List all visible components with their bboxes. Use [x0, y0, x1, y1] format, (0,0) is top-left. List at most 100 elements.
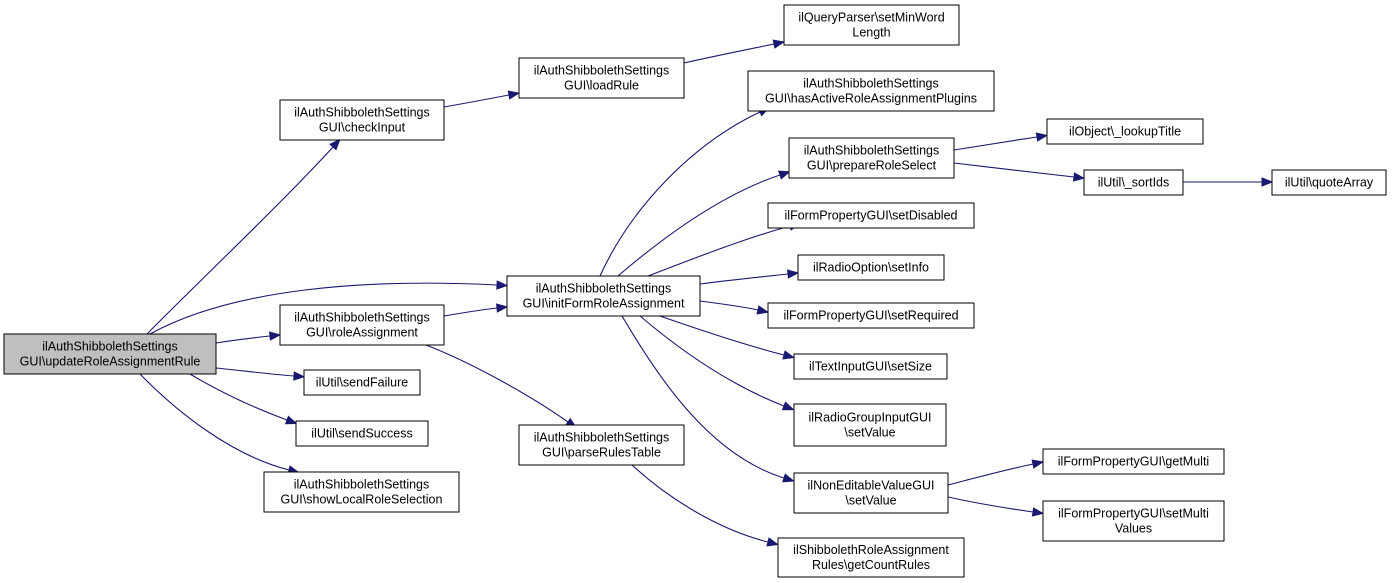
node-box — [797, 254, 945, 281]
node-setRequired[interactable]: ilFormPropertyGUI\setRequired — [767, 302, 975, 329]
arrowhead-initFormRoleAssignment-to-radioSetValue — [781, 401, 795, 411]
edge-nonEditSetValue-to-getMulti — [947, 463, 1034, 486]
node-label: ilNonEditableValueGUI — [808, 479, 935, 493]
node-box — [1046, 118, 1204, 145]
node-box — [767, 302, 975, 329]
arrowhead-nonEditSetValue-to-getMulti — [1031, 459, 1045, 469]
node-label: ilFormPropertyGUI\getMulti — [1058, 455, 1209, 469]
node-label: ilAuthShibbolethSettings — [804, 144, 940, 158]
edge-prepareRoleSelect-to-sortIds — [953, 162, 1075, 178]
node-label: ilQueryParser\setMinWord — [798, 11, 944, 25]
arrowhead-checkInput-to-loadRule — [507, 90, 521, 100]
node-box — [303, 369, 421, 396]
edge-nonEditSetValue-to-setMultiValues — [947, 496, 1034, 513]
node-label: ilUtil\sendSuccess — [311, 427, 412, 441]
edge-parseRulesTable-to-getCountRules — [631, 464, 769, 543]
node-label: ilUtil\_sortIds — [1098, 176, 1170, 190]
nodes-layer: ilAuthShibbolethSettingsGUI\updateRoleAs… — [3, 4, 1387, 578]
edge-initFormRoleAssignment-to-setRequired — [699, 300, 759, 311]
node-label: ilAuthShibbolethSettings — [294, 106, 430, 120]
node-getMulti[interactable]: ilFormPropertyGUI\getMulti — [1042, 448, 1225, 475]
node-label: GUI\prepareRoleSelect — [807, 159, 937, 173]
node-label: ilAuthShibbolethSettings — [42, 340, 178, 354]
edge-updateRoleAssignmentRule-to-roleAssignment — [215, 335, 271, 344]
edge-initFormRoleAssignment-to-setInfo — [699, 273, 789, 285]
node-label: ilFormPropertyGUI\setRequired — [783, 309, 958, 323]
node-nonEditSetValue[interactable]: ilNonEditableValueGUI\setValue — [793, 472, 949, 514]
node-radioSetValue[interactable]: ilRadioGroupInputGUI\setValue — [793, 403, 947, 447]
node-lookupTitle[interactable]: ilObject\_lookupTitle — [1046, 118, 1204, 145]
arrowhead-parseRulesTable-to-getCountRules — [766, 537, 779, 547]
arrowhead-initFormRoleAssignment-to-setRequired — [756, 305, 770, 315]
node-box — [788, 137, 955, 179]
edge-initFormRoleAssignment-to-setDisabled — [647, 225, 791, 277]
node-box — [767, 202, 975, 229]
node-quoteArray[interactable]: ilUtil\quoteArray — [1271, 169, 1387, 196]
node-parseRulesTable[interactable]: ilAuthShibbolethSettingsGUI\parseRulesTa… — [518, 424, 685, 466]
edge-roleAssignment-to-parseRulesTable — [425, 344, 569, 423]
node-label: ilAuthShibbolethSettings — [536, 282, 672, 296]
node-label: ilTextInputGUI\setSize — [809, 360, 932, 374]
node-label: ilFormPropertyGUI\setDisabled — [785, 209, 958, 223]
node-box — [747, 70, 995, 112]
node-label: ilRadioOption\setInfo — [813, 261, 929, 275]
node-sendSuccess[interactable]: ilUtil\sendSuccess — [295, 420, 429, 447]
node-showLocalRoleSelection[interactable]: ilAuthShibbolethSettingsGUI\showLocalRol… — [263, 471, 460, 513]
edge-updateRoleAssignmentRule-to-sendFailure — [215, 367, 295, 377]
node-box — [506, 275, 701, 317]
node-roleAssignment[interactable]: ilAuthShibbolethSettingsGUI\roleAssignme… — [279, 304, 445, 346]
node-updateRoleAssignmentRule[interactable]: ilAuthShibbolethSettingsGUI\updateRoleAs… — [3, 333, 217, 375]
node-hasActiveRoleAssignmentPlugins[interactable]: ilAuthShibbolethSettingsGUI\hasActiveRol… — [747, 70, 995, 112]
node-label: ilUtil\sendFailure — [316, 376, 408, 390]
node-sendFailure[interactable]: ilUtil\sendFailure — [303, 369, 421, 396]
node-label: GUI\loadRule — [564, 79, 639, 93]
arrowhead-updateRoleAssignmentRule-to-initFormRoleAssignment — [496, 280, 509, 290]
edge-prepareRoleSelect-to-lookupTitle — [953, 136, 1038, 151]
node-sortIds[interactable]: ilUtil\_sortIds — [1083, 169, 1184, 196]
node-box — [518, 57, 685, 99]
node-setDisabled[interactable]: ilFormPropertyGUI\setDisabled — [767, 202, 975, 229]
node-setSize[interactable]: ilTextInputGUI\setSize — [793, 353, 948, 380]
arrowhead-updateRoleAssignmentRule-to-roleAssignment — [269, 331, 282, 341]
node-box — [518, 424, 685, 466]
node-getCountRules[interactable]: ilShibbolethRoleAssignmentRules\getCount… — [777, 537, 965, 578]
node-box — [279, 304, 445, 346]
edge-updateRoleAssignmentRule-to-checkInput — [146, 146, 334, 335]
node-setInfo[interactable]: ilRadioOption\setInfo — [797, 254, 945, 281]
node-box — [777, 537, 965, 578]
node-label: ilRadioGroupInputGUI — [809, 411, 932, 425]
node-label: ilAuthShibbolethSettings — [294, 478, 430, 492]
node-label: Rules\getCountRules — [812, 558, 930, 572]
node-box — [1271, 169, 1387, 196]
node-prepareRoleSelect[interactable]: ilAuthShibbolethSettingsGUI\prepareRoleS… — [788, 137, 955, 179]
edge-initFormRoleAssignment-to-radioSetValue — [639, 315, 785, 407]
node-initFormRoleAssignment[interactable]: ilAuthShibbolethSettingsGUI\initFormRole… — [506, 275, 701, 317]
node-label: Values — [1115, 522, 1152, 536]
node-box — [295, 420, 429, 447]
edge-updateRoleAssignmentRule-to-sendSuccess — [189, 373, 288, 421]
edge-initFormRoleAssignment-to-nonEditSetValue — [621, 315, 785, 479]
node-box — [1042, 448, 1225, 475]
node-box — [3, 333, 217, 375]
node-label: Length — [852, 26, 890, 40]
edge-initFormRoleAssignment-to-prepareRoleSelect — [617, 174, 781, 277]
edge-loadRule-to-setMinWordLength — [683, 43, 775, 64]
node-box — [793, 353, 948, 380]
node-label: ilAuthShibbolethSettings — [294, 311, 430, 325]
node-label: \setValue — [845, 494, 896, 508]
node-label: ilShibbolethRoleAssignment — [793, 543, 949, 557]
arrowhead-initFormRoleAssignment-to-setSize — [782, 350, 795, 360]
arrowhead-prepareRoleSelect-to-sortIds — [1072, 172, 1086, 182]
node-label: GUI\checkInput — [319, 121, 406, 135]
arrowhead-initFormRoleAssignment-to-setInfo — [787, 269, 800, 279]
node-label: GUI\updateRoleAssignmentRule — [20, 355, 201, 369]
node-label: GUI\initFormRoleAssignment — [523, 297, 685, 311]
arrowhead-updateRoleAssignmentRule-to-checkInput — [329, 138, 341, 151]
node-label: ilAuthShibbolethSettings — [803, 77, 939, 91]
edge-initFormRoleAssignment-to-hasActiveRoleAssignmentPlugins — [599, 111, 761, 277]
